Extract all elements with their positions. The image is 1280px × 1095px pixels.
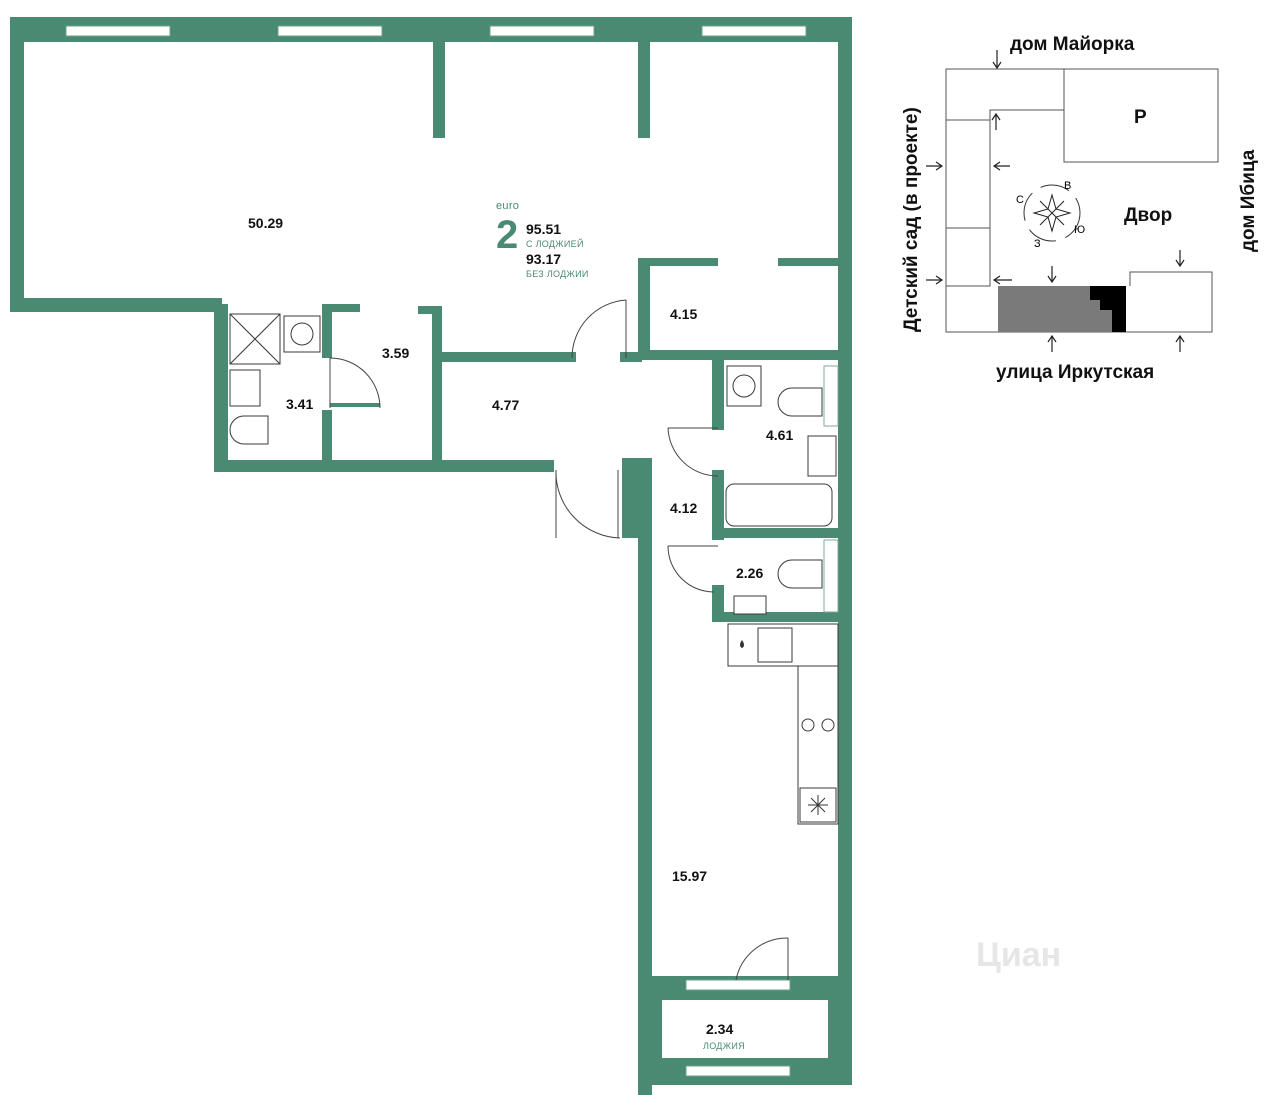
east-label: дом Ибица	[1238, 149, 1259, 252]
compass-west: З	[1034, 238, 1041, 250]
area-room: 4.77	[492, 397, 519, 413]
toilet-icon-3	[777, 559, 823, 589]
badge-without-label: БЕЗ ЛОДЖИИ	[526, 269, 589, 279]
badge-with-label: С ЛОДЖИЕЙ	[526, 238, 584, 249]
area-hall1: 3.59	[382, 345, 409, 361]
area-closet: 4.15	[670, 306, 697, 322]
north-label: дом Майорка	[1010, 34, 1135, 55]
location-map: P Двор дом Майорка улица Иркутская дом И…	[901, 34, 1259, 383]
yard-label: Двор	[1124, 205, 1172, 226]
stove-icon	[801, 718, 815, 732]
room-labels: 50.29 3.41 3.59 4.77 4.15 4.61 4.12 2.26…	[248, 215, 793, 1051]
area-bath1: 3.41	[286, 396, 313, 412]
doors	[329, 299, 789, 981]
parking-label: P	[1134, 107, 1147, 128]
area-kitchen: 15.97	[672, 868, 707, 884]
walls	[10, 17, 852, 1095]
toilet-icon	[229, 415, 269, 445]
badge-rooms: 2	[496, 213, 518, 257]
washer-icon	[283, 315, 321, 353]
area-wc: 2.26	[736, 565, 763, 581]
compass-north: С	[1016, 194, 1024, 206]
area-loggia: 2.34	[706, 1021, 733, 1037]
drop-icon	[740, 640, 744, 648]
area-living: 50.29	[248, 215, 283, 231]
entrance-arrows	[926, 50, 1185, 352]
apartment-badge: euro 2 95.51 С ЛОДЖИЕЙ 93.17 БЕЗ ЛОДЖИИ	[496, 200, 589, 279]
windows	[65, 25, 807, 1077]
fixtures	[229, 313, 839, 825]
building-highlight	[1090, 286, 1126, 332]
area-corridor: 4.12	[670, 500, 697, 516]
sink-icon	[229, 369, 261, 407]
bathtub-icon	[725, 483, 833, 527]
badge-area-without: 93.17	[526, 251, 561, 267]
south-label: улица Иркутская	[996, 362, 1154, 383]
compass-east: В	[1064, 180, 1071, 192]
loggia-label: ЛОДЖИЯ	[703, 1041, 745, 1051]
badge-type: euro	[496, 200, 519, 212]
area-bath2: 4.61	[766, 427, 793, 443]
compass-south: Ю	[1074, 224, 1085, 236]
kitchen-sink-icon	[757, 627, 793, 663]
compass-icon: С В Ю З	[1016, 180, 1085, 250]
toilet-icon-2	[777, 387, 823, 417]
west-label: Детский сад (в проекте)	[901, 107, 922, 332]
sink-icon-3	[733, 595, 767, 615]
watermark: Циан	[976, 936, 1061, 974]
badge-area-with: 95.51	[526, 221, 561, 237]
sink-icon-2	[807, 435, 837, 477]
